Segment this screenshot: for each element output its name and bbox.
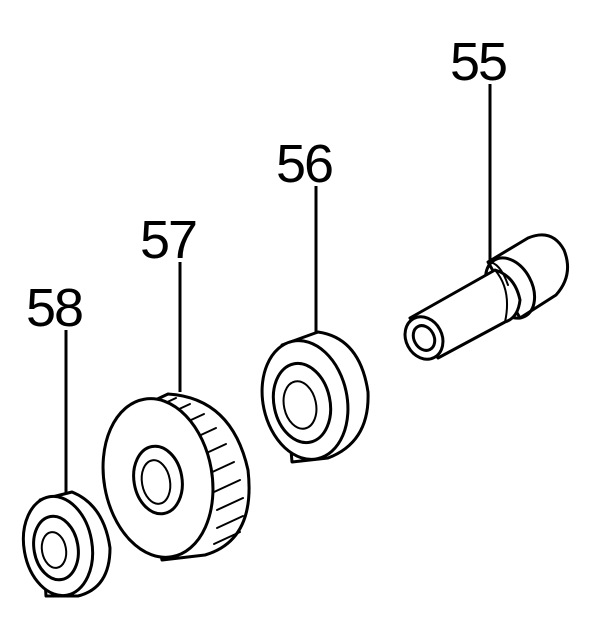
part-label-55: 55 [450,32,506,92]
part-label-56: 56 [276,134,332,194]
part-label-58: 58 [26,278,82,338]
part-57-gear [101,392,251,562]
part-56-bearing [260,330,370,464]
part-55-sleeve [403,233,570,361]
part-label-57: 57 [140,210,196,270]
part-58-bearing [21,490,112,598]
